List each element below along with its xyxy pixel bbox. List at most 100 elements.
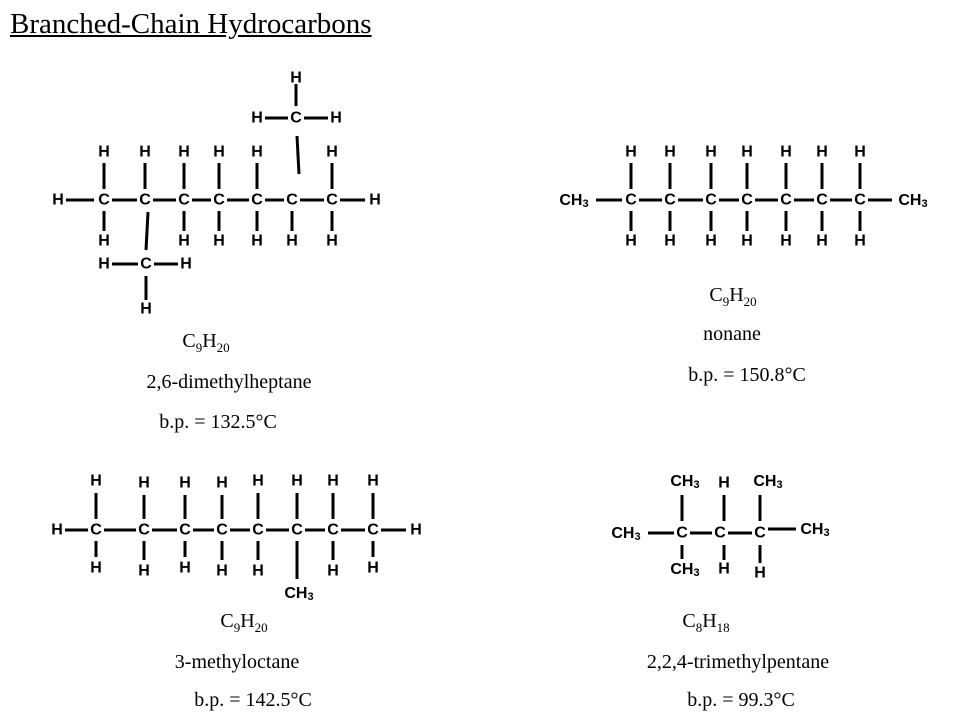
bp-3-methyloctane: b.p. = 142.5°C	[194, 689, 312, 711]
bp-2-6-dimethylheptane: b.p. = 132.5°C	[159, 411, 277, 433]
hydrogen-atom-label: H	[741, 233, 753, 250]
name-2-2-4-trimethylpentane: 2,2,4-trimethylpentane	[646, 651, 830, 673]
hydrogen-atom-label: H	[326, 144, 338, 161]
carbon-atom-label: C	[216, 522, 228, 539]
hydrogen-atom-label: H	[625, 233, 637, 250]
carbon-atom-label: C	[252, 522, 264, 539]
formula-3-methyloctane: C9H20	[220, 610, 268, 635]
hydrogen-atom-label: H	[741, 144, 753, 161]
hydrogen-atom-label: H	[251, 110, 263, 127]
bp-2-2-4-trimethylpentane: b.p. = 99.3°C	[687, 689, 795, 711]
hydrogen-atom-label: H	[213, 233, 225, 250]
carbon-atom-label: C	[714, 525, 726, 542]
hydrogen-atom-label: H	[816, 144, 828, 161]
hydrogen-atom-label: H	[213, 144, 225, 161]
hydrogen-atom-label: H	[780, 144, 792, 161]
methyl-group-label: CH3	[753, 473, 782, 492]
hydrogen-atom-label: H	[664, 144, 676, 161]
hydrogen-atom-label: H	[326, 233, 338, 250]
carbon-atom-label: C	[291, 522, 303, 539]
hydrogen-atom-label: H	[290, 70, 302, 87]
hydrogen-atom-label: H	[216, 563, 228, 580]
hydrogen-atom-label: H	[286, 233, 298, 250]
methyl-group-label: CH3	[800, 521, 829, 540]
hydrogen-atom-label: H	[98, 233, 110, 250]
carbon-atom-label: C	[140, 256, 152, 273]
hydrogen-atom-label: H	[52, 192, 64, 209]
carbon-atom-label: C	[326, 192, 338, 209]
carbon-atom-label: C	[664, 192, 676, 209]
bond-line	[295, 135, 301, 175]
hydrogen-atom-label: H	[178, 144, 190, 161]
hydrogen-atom-label: H	[179, 560, 191, 577]
hydrogen-atom-label: H	[367, 560, 379, 577]
carbon-atom-label: C	[676, 525, 688, 542]
hydrogen-atom-label: H	[140, 301, 152, 318]
hydrogen-atom-label: H	[179, 475, 191, 492]
formula-2-6-dimethylheptane: C9H20	[182, 330, 230, 355]
hydrogen-atom-label: H	[98, 144, 110, 161]
hydrogen-atom-label: H	[90, 473, 102, 490]
carbon-atom-label: C	[90, 522, 102, 539]
hydrogen-atom-label: H	[251, 233, 263, 250]
carbon-atom-label: C	[138, 522, 150, 539]
hydrogen-atom-label: H	[410, 522, 422, 539]
carbon-atom-label: C	[780, 192, 792, 209]
carbon-atom-label: C	[251, 192, 263, 209]
carbon-atom-label: C	[705, 192, 717, 209]
carbon-atom-label: C	[327, 522, 339, 539]
name-3-methyloctane: 3-methyloctane	[174, 651, 300, 673]
methyl-group-label: CH3	[559, 192, 588, 211]
formula-nonane: C9H20	[709, 284, 757, 309]
carbon-atom-label: C	[816, 192, 828, 209]
hydrogen-atom-label: H	[327, 473, 339, 490]
methyl-group-label: CH3	[898, 192, 927, 211]
hydrogen-atom-label: H	[664, 233, 676, 250]
carbon-atom-label: C	[179, 522, 191, 539]
carbon-atom-label: C	[139, 192, 151, 209]
hydrogen-atom-label: H	[367, 473, 379, 490]
bond-line	[144, 211, 150, 251]
name-2-6-dimethylheptane: 2,6-dimethylheptane	[146, 371, 312, 393]
carbon-atom-label: C	[213, 192, 225, 209]
carbon-atom-label: C	[854, 192, 866, 209]
hydrogen-atom-label: H	[180, 256, 192, 273]
hydrogen-atom-label: H	[178, 233, 190, 250]
carbon-atom-label: C	[367, 522, 379, 539]
hydrogen-atom-label: H	[780, 233, 792, 250]
hydrogen-atom-label: H	[139, 144, 151, 161]
carbon-atom-label: C	[98, 192, 110, 209]
bp-nonane: b.p. = 150.8°C	[688, 364, 806, 386]
name-nonane: nonane	[703, 323, 761, 345]
hydrogen-atom-label: H	[327, 563, 339, 580]
carbon-atom-label: C	[286, 192, 298, 209]
hydrogen-atom-label: H	[754, 565, 766, 582]
hydrogen-atom-label: H	[625, 144, 637, 161]
hydrogen-atom-label: H	[718, 475, 730, 492]
hydrogen-atom-label: H	[252, 563, 264, 580]
hydrogen-atom-label: H	[252, 473, 264, 490]
hydrogen-atom-label: H	[291, 473, 303, 490]
methyl-group-label: CH3	[670, 561, 699, 580]
hydrogen-atom-label: H	[854, 144, 866, 161]
hydrogen-atom-label: H	[369, 192, 381, 209]
carbon-atom-label: C	[754, 525, 766, 542]
methyl-group-label: CH3	[611, 525, 640, 544]
hydrogen-atom-label: H	[98, 256, 110, 273]
formula-2-2-4-trimethylpentane: C8H18	[682, 610, 730, 635]
hydrogen-atom-label: H	[90, 560, 102, 577]
page-title: Branched-Chain Hydrocarbons	[10, 8, 372, 40]
methyl-group-label: CH3	[670, 473, 699, 492]
hydrogen-atom-label: H	[718, 561, 730, 578]
hydrogen-atom-label: H	[854, 233, 866, 250]
hydrogen-atom-label: H	[251, 144, 263, 161]
hydrogen-atom-label: H	[816, 233, 828, 250]
hydrogen-atom-label: H	[216, 475, 228, 492]
hydrogen-atom-label: H	[705, 144, 717, 161]
methyl-group-label: CH3	[284, 585, 313, 604]
